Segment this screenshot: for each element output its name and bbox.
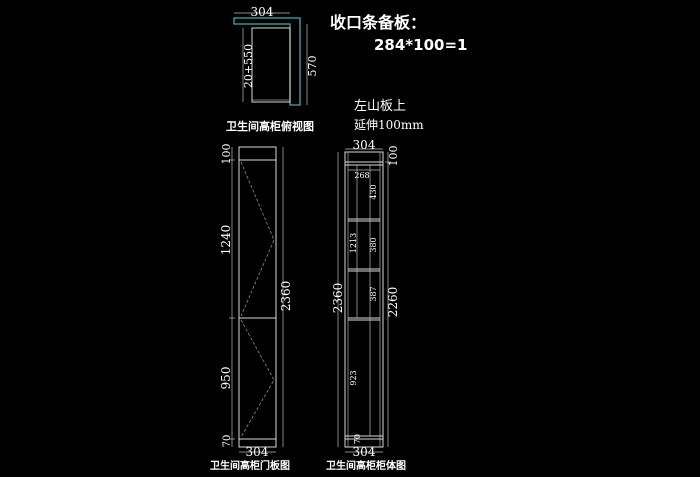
top-view-cabinet-outline xyxy=(251,27,291,103)
top-view: 304 20+550 570 卫生间高柜俯视图 xyxy=(226,5,319,133)
body-view: 304 268 430 380 387 1213 923 70 2360 xyxy=(326,138,406,472)
side-note-line1: 左山板上 xyxy=(354,99,406,114)
door-view: 100 1240 950 70 2360 304 卫生间高柜门板图 xyxy=(210,144,293,473)
note-formula: 284*100=1 xyxy=(374,36,467,54)
door-upper-swing-lines xyxy=(240,161,275,317)
body-outer-outline xyxy=(344,151,384,448)
dim-label-top-view-width: 304 xyxy=(251,5,274,19)
dim-label-door-top: 100 xyxy=(220,144,233,165)
dim-label-top-view-right: 570 xyxy=(306,56,319,77)
top-view-caption: 卫生间高柜俯视图 xyxy=(226,119,314,133)
top-view-accent-outline xyxy=(233,17,301,106)
dim-label-door-total: 2360 xyxy=(279,281,293,312)
dim-label-body-bottom: 70 xyxy=(353,434,362,444)
dim-label-door-bottom: 70 xyxy=(222,435,233,448)
side-note-line2: 延伸100mm xyxy=(354,118,424,132)
dim-label-body-section-2: 380 xyxy=(369,237,378,252)
dim-label-top-view-left: 20+550 xyxy=(242,44,255,88)
dim-label-body-bottom-width: 304 xyxy=(353,445,376,459)
dim-label-body-inner-total: 2260 xyxy=(386,287,400,318)
dim-label-body-section-3: 387 xyxy=(369,286,378,301)
door-view-caption: 卫生间高柜门板图 xyxy=(210,459,290,472)
door-lower-swing-lines xyxy=(240,319,275,438)
dim-label-body-top-width: 304 xyxy=(353,138,376,152)
dim-label-door-lower: 950 xyxy=(219,367,233,390)
dim-label-body-upper-total: 1213 xyxy=(349,233,358,253)
dim-label-body-outer: 2360 xyxy=(331,283,345,314)
dim-label-door-upper: 1240 xyxy=(219,225,233,256)
dim-label-body-section-1: 430 xyxy=(369,184,378,199)
dim-label-body-top: 100 xyxy=(387,146,400,167)
dim-label-body-inner-width: 268 xyxy=(354,171,369,180)
body-view-caption: 卫生间高柜柜体图 xyxy=(326,459,406,472)
note-title: 收口条备板： xyxy=(330,13,426,32)
dim-label-body-section-4: 923 xyxy=(349,370,358,385)
dim-label-door-width: 304 xyxy=(246,445,269,459)
door-view-outline xyxy=(238,146,277,448)
